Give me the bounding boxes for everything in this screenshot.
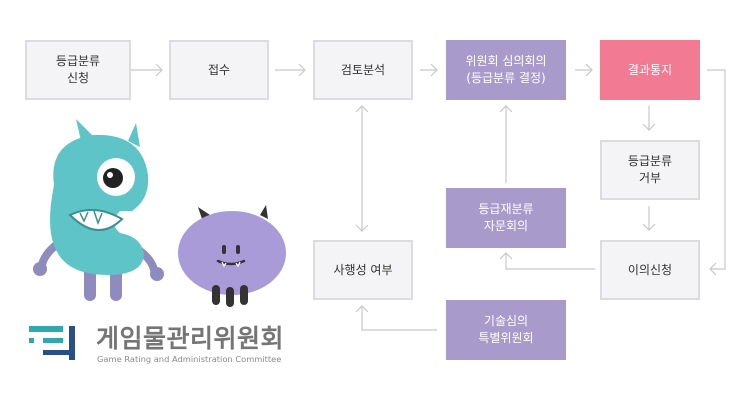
objection-label: 이의신청	[627, 262, 673, 277]
teal-monster-mascot-icon	[33, 119, 164, 301]
notice-box: 결과통지	[600, 40, 700, 100]
review-box: 검토분석	[313, 40, 413, 100]
arrow-notice-to-objection	[707, 69, 726, 270]
review-label: 검토분석	[340, 62, 386, 77]
grac-logo-mark-icon	[29, 326, 75, 360]
arrow-special-to-grounds	[361, 306, 437, 331]
committee-label: 위원회 심의회의 (등급분류 결정)	[465, 54, 547, 85]
logo-english-text: Game Rating and Administration Committee	[97, 354, 282, 364]
receipt-label: 접수	[207, 62, 231, 77]
grounds-box: 사행성 여부	[313, 240, 413, 300]
reclass-box: 등급재분류 자문회의	[446, 188, 566, 248]
special-label: 기술심의 특별위원회	[478, 314, 534, 345]
reject-box: 등급분류 거부	[600, 140, 700, 200]
purple-monster-mascot-icon	[178, 205, 286, 307]
committee-box: 위원회 심의회의 (등급분류 결정)	[446, 40, 566, 100]
mascot-illustration	[33, 119, 286, 307]
receipt-box: 접수	[169, 40, 269, 100]
notice-label: 결과통지	[627, 62, 673, 77]
special-box: 기술심의 특별위원회	[446, 300, 566, 360]
arrow-objection-to-reclass	[505, 253, 595, 270]
reclass-label: 등급재분류 자문회의	[478, 202, 534, 233]
objection-box: 이의신청	[600, 240, 700, 300]
grounds-label: 사행성 여부	[333, 262, 393, 277]
logo-korean-text: 게임물관리위원회	[96, 324, 285, 353]
apply-label: 등급분류 신청	[55, 54, 101, 85]
apply-box: 등급분류 신청	[25, 40, 131, 100]
reject-label: 등급분류 거부	[627, 154, 673, 185]
